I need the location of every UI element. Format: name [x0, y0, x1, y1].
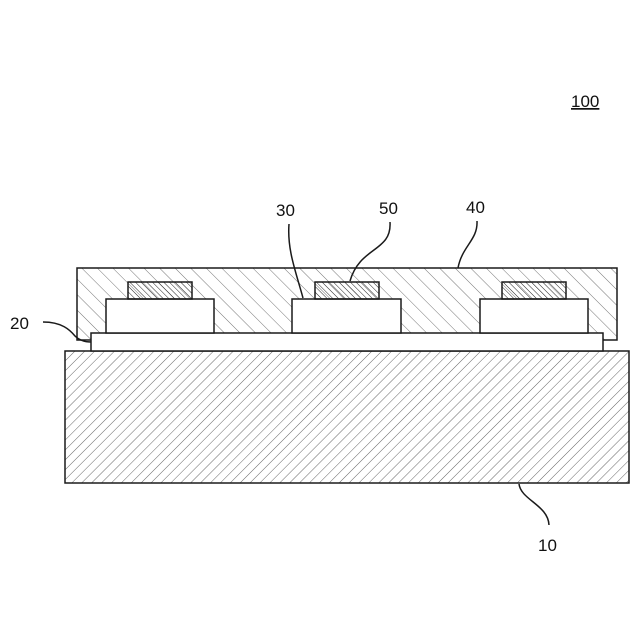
leader-line-40 — [458, 221, 477, 268]
label-10: 10 — [538, 536, 557, 555]
electrode-center — [315, 282, 379, 299]
electrode-left — [128, 282, 192, 299]
block-right — [480, 299, 588, 333]
label-40: 40 — [466, 198, 485, 217]
figure-number: 100 — [571, 92, 599, 111]
label-30: 30 — [276, 201, 295, 220]
label-50: 50 — [379, 199, 398, 218]
substrate-layer — [65, 351, 629, 483]
leader-line-10 — [519, 484, 549, 525]
base-layer — [91, 333, 603, 351]
label-20: 20 — [10, 314, 29, 333]
block-center — [292, 299, 401, 333]
electrode-right — [502, 282, 566, 299]
block-left — [106, 299, 214, 333]
